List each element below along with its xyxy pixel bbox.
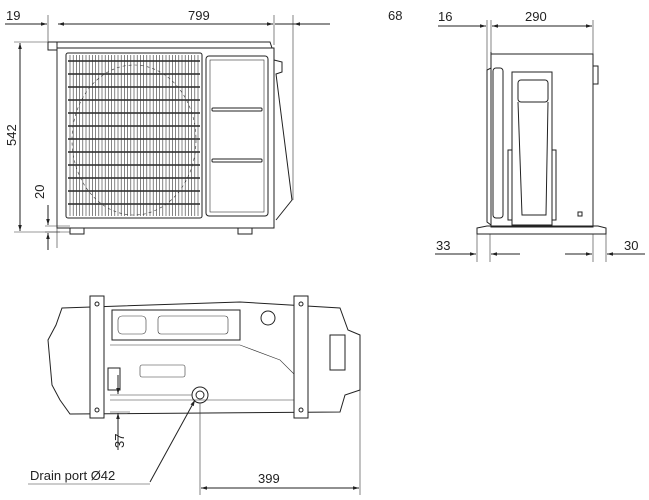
dim-33: 33 xyxy=(436,238,450,253)
side-view xyxy=(476,52,607,235)
front-dimensions: 19 799 68 542 20 xyxy=(4,8,402,250)
dim-16: 16 xyxy=(438,9,452,24)
side-dimensions: 16 290 33 30 xyxy=(435,9,645,262)
dim-19: 19 xyxy=(6,8,20,23)
fan-grille xyxy=(68,55,200,216)
dim-20: 20 xyxy=(32,185,47,199)
front-view xyxy=(45,41,293,235)
dim-542: 542 xyxy=(4,124,19,146)
dim-68: 68 xyxy=(388,8,402,23)
bottom-view xyxy=(47,295,361,419)
bottom-dimensions: 37 399 Drain port Ø42 xyxy=(28,375,361,495)
dim-799: 799 xyxy=(188,8,210,23)
drain-port-label: Drain port Ø42 xyxy=(30,468,115,483)
dim-290: 290 xyxy=(525,9,547,24)
dim-37: 37 xyxy=(112,434,127,448)
dim-399: 399 xyxy=(258,471,280,486)
dim-30: 30 xyxy=(624,238,638,253)
